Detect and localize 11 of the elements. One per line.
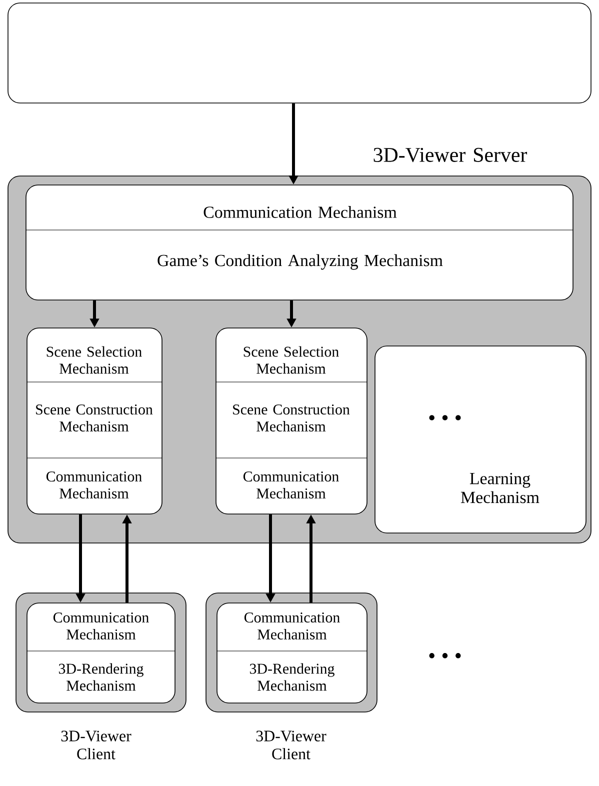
node-label: 3D-Viewer Server [374, 148, 528, 162]
scene-box: Scene Selection Mechanism Scene Construction Mechanism Communication Mechanism [216, 328, 368, 514]
mechanism-box: Communication Mechanism Game’s Condition Analyzing Mechanism [26, 184, 574, 300]
scene-box: Scene Selection Mechanism Scene Construction Mechanism Communication Mechanism [26, 328, 162, 514]
node-label: 3D-Viewer Client [61, 730, 132, 760]
node-label: 3D-Viewer Client [256, 730, 326, 760]
ellipsis: • • • [429, 415, 461, 420]
ellipsis: • • • [429, 653, 461, 658]
server-box [8, 2, 592, 104]
client-box: Communication Mechanism 3D-Rendering Mechanism [216, 602, 368, 704]
client-box: Communication Mechanism 3D-Rendering Mechanism [26, 602, 176, 704]
